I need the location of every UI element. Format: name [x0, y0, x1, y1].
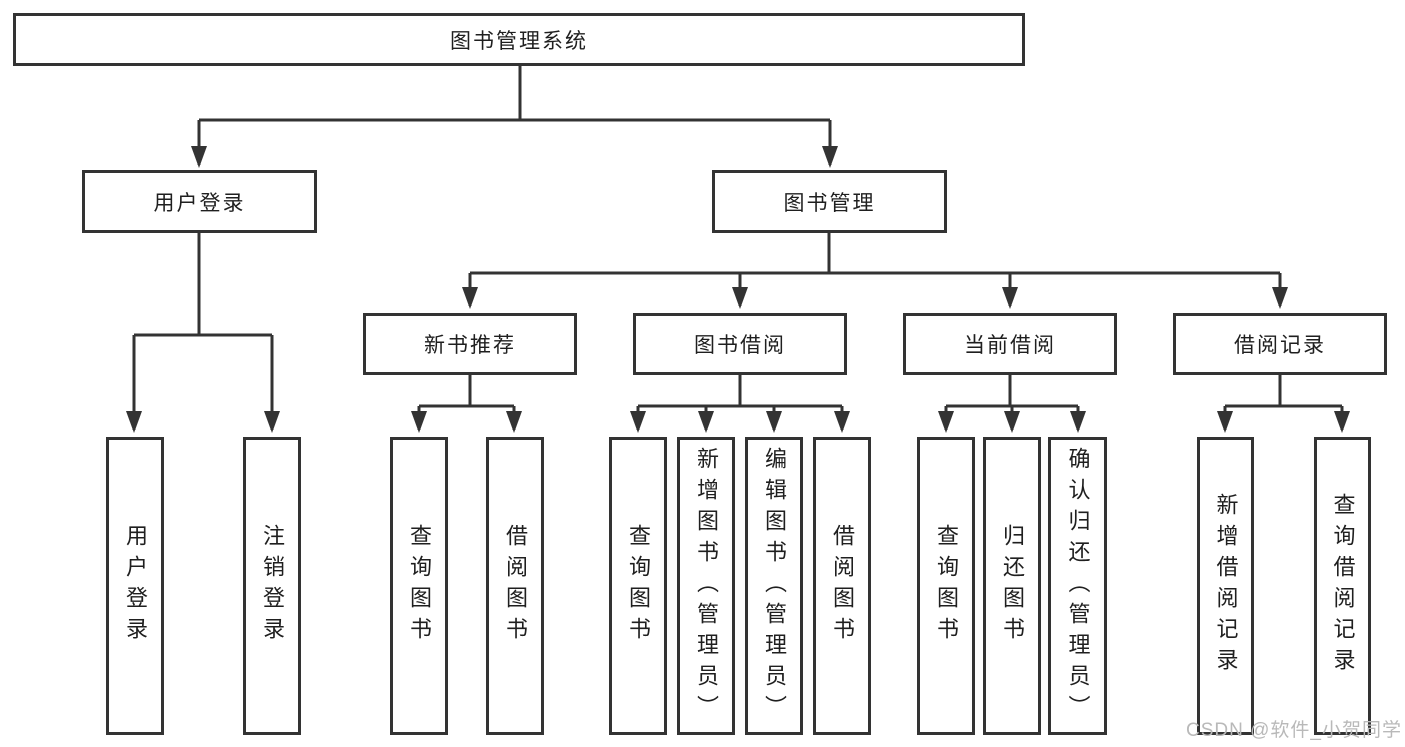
- leaf-recommend-query-books-label: 查询图书: [407, 524, 432, 648]
- leaf-recommend-borrow-books-label: 借阅图书: [503, 524, 528, 648]
- node-borrowing-records: 借阅记录: [1173, 313, 1387, 375]
- node-book-management: 图书管理: [712, 170, 947, 233]
- csdn-watermark: CSDN @软件_小贺同学: [1186, 720, 1402, 741]
- node-book-borrowing-label: 图书借阅: [694, 334, 786, 357]
- node-library-system: 图书管理系统: [13, 13, 1025, 66]
- node-borrowing-records-label: 借阅记录: [1234, 334, 1326, 357]
- node-current-borrowing: 当前借阅: [903, 313, 1117, 375]
- leaf-recommend-borrow-books: 借阅图书: [486, 437, 544, 735]
- leaf-current-return-books-label: 归还图书: [1000, 524, 1025, 648]
- leaf-borrowing-query-books-label: 查询图书: [626, 524, 651, 648]
- node-user-login-label: 用户登录: [153, 191, 246, 215]
- leaf-borrowing-borrow-books-label: 借阅图书: [830, 524, 855, 648]
- leaf-borrowing-add-books-admin: 新增图书（管理员）: [677, 437, 735, 735]
- node-book-management-label: 图书管理: [783, 191, 876, 215]
- leaf-recommend-query-books: 查询图书: [390, 437, 448, 735]
- leaf-current-confirm-return-admin: 确认归还（管理员）: [1048, 437, 1107, 735]
- leaf-borrowing-edit-books-admin-label: 编辑图书（管理员）: [762, 446, 787, 726]
- leaf-user-login: 用户登录: [106, 437, 164, 735]
- leaf-records-add-record-label: 新增借阅记录: [1213, 493, 1239, 679]
- leaf-current-query-books-label: 查询图书: [934, 524, 959, 648]
- leaf-records-query-record-label: 查询借阅记录: [1330, 493, 1356, 679]
- leaf-records-query-record: 查询借阅记录: [1314, 437, 1371, 735]
- leaf-borrowing-borrow-books: 借阅图书: [813, 437, 871, 735]
- node-user-login: 用户登录: [82, 170, 317, 233]
- leaf-borrowing-query-books: 查询图书: [609, 437, 667, 735]
- leaf-current-return-books: 归还图书: [983, 437, 1041, 735]
- node-library-system-label: 图书管理系统: [450, 29, 588, 53]
- node-new-book-recommend: 新书推荐: [363, 313, 577, 375]
- node-current-borrowing-label: 当前借阅: [964, 334, 1056, 357]
- leaf-borrowing-edit-books-admin: 编辑图书（管理员）: [745, 437, 803, 735]
- leaf-current-confirm-return-admin-label: 确认归还（管理员）: [1065, 446, 1091, 726]
- leaf-logout: 注销登录: [243, 437, 301, 735]
- leaf-current-query-books: 查询图书: [917, 437, 975, 735]
- leaf-records-add-record: 新增借阅记录: [1197, 437, 1254, 735]
- node-book-borrowing: 图书借阅: [633, 313, 847, 375]
- node-new-book-recommend-label: 新书推荐: [424, 334, 516, 357]
- leaf-logout-label: 注销登录: [260, 524, 285, 648]
- leaf-borrowing-add-books-admin-label: 新增图书（管理员）: [694, 446, 719, 726]
- leaf-user-login-label: 用户登录: [123, 524, 148, 648]
